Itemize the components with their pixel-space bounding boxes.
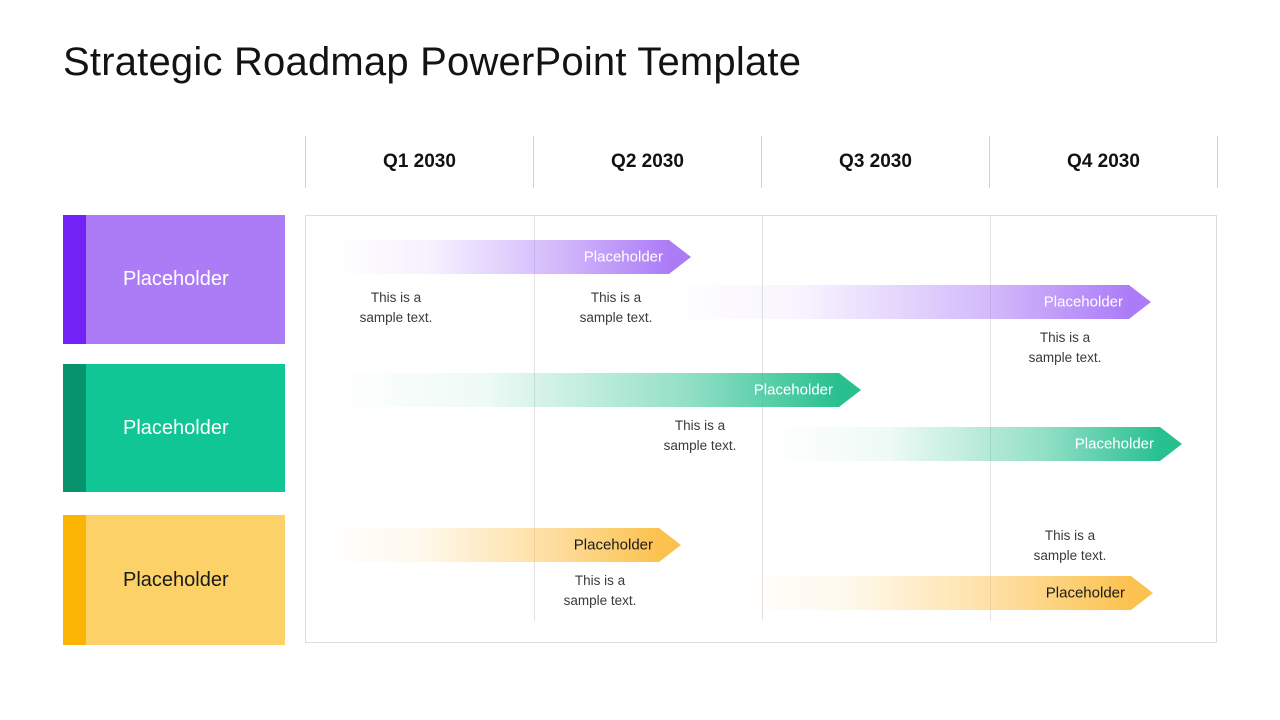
timeline-header-label: Q3 2030 [839, 151, 912, 172]
task-bar-label: Placeholder [753, 381, 833, 399]
category-row-3[interactable]: Placeholder [63, 515, 285, 645]
timeline-header-right-edge [1217, 136, 1218, 188]
task-bar-body [656, 285, 1129, 319]
task-bar-body [334, 373, 839, 407]
task-caption: This is a sample text. [359, 290, 433, 325]
task-caption: This is a sample text. [1033, 528, 1107, 563]
category-body: Placeholder [86, 515, 285, 645]
task-bar[interactable]: Placeholder [334, 240, 691, 274]
task-bar-arrowhead [1131, 576, 1153, 610]
timeline-header-cell-q1: Q1 2030 [305, 136, 533, 188]
task-bar-label: Placeholder [583, 248, 663, 266]
task-caption: This is a sample text. [579, 290, 653, 325]
timeline-panel: Placeholder This is a sample text. This … [305, 215, 1217, 643]
category-label: Placeholder [123, 268, 229, 290]
task-bar[interactable]: Placeholder [656, 285, 1151, 319]
task-bar[interactable]: Placeholder [334, 373, 861, 407]
timeline-header-cell-q2: Q2 2030 [533, 136, 761, 188]
task-bar-label: Placeholder [1045, 584, 1125, 602]
category-row-2[interactable]: Placeholder [63, 364, 285, 492]
category-row-1[interactable]: Placeholder [63, 215, 285, 344]
task-bar-arrowhead [839, 373, 861, 407]
category-body: Placeholder [86, 215, 285, 344]
task-bar-body [772, 427, 1160, 461]
timeline-header: Q1 2030 Q2 2030 Q3 2030 Q4 2030 [305, 136, 1218, 188]
task-bar[interactable]: Placeholder [736, 576, 1153, 610]
category-accent-stripe [63, 364, 86, 492]
task-bar-label: Placeholder [1074, 435, 1154, 453]
category-body: Placeholder [86, 364, 285, 492]
category-label: Placeholder [123, 568, 229, 591]
timeline-gridline [534, 216, 535, 621]
task-caption: This is a sample text. [563, 573, 637, 608]
timeline-header-cell-q3: Q3 2030 [761, 136, 989, 188]
timeline-gridline [990, 216, 991, 621]
timeline-header-label: Q4 2030 [1067, 151, 1140, 172]
task-bar-arrowhead [659, 528, 681, 562]
category-accent-stripe [63, 215, 86, 344]
task-bar[interactable]: Placeholder [772, 427, 1182, 461]
timeline-header-cell-q4: Q4 2030 [989, 136, 1217, 188]
task-bar[interactable]: Placeholder [326, 528, 681, 562]
task-bar-label: Placeholder [1043, 293, 1123, 311]
task-bar-body [326, 528, 659, 562]
task-bar-label: Placeholder [573, 536, 653, 554]
task-bar-arrowhead [1160, 427, 1182, 461]
task-caption: This is a sample text. [1028, 330, 1102, 365]
timeline-header-label: Q2 2030 [611, 151, 684, 172]
task-bar-arrowhead [1129, 285, 1151, 319]
page-title: Strategic Roadmap PowerPoint Template [63, 40, 802, 84]
category-label: Placeholder [123, 416, 229, 439]
task-bar-arrowhead [669, 240, 691, 274]
timeline-header-label: Q1 2030 [383, 151, 456, 172]
task-bar-body [334, 240, 669, 274]
category-accent-stripe [63, 515, 86, 645]
task-caption: This is a sample text. [663, 418, 737, 453]
timeline-gridline [762, 216, 763, 621]
task-bar-body [736, 576, 1131, 610]
